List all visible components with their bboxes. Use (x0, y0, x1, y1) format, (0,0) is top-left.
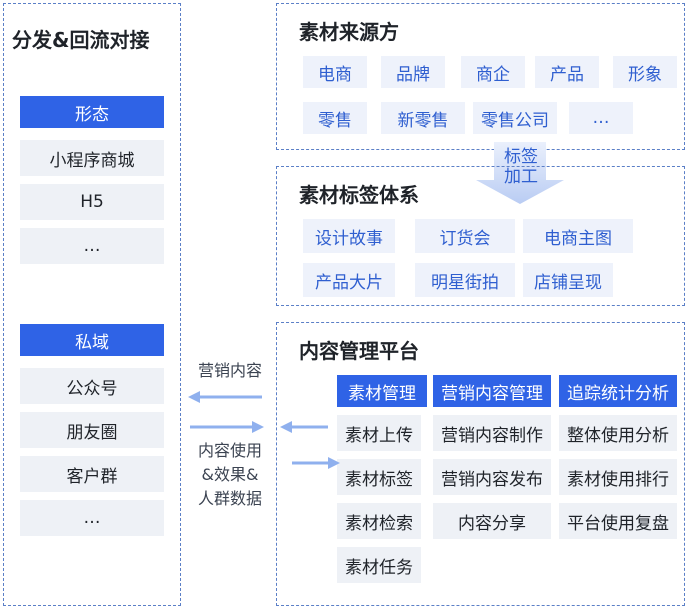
form-item-h5: H5 (20, 184, 164, 220)
tag-item-product-film: 产品大片 (303, 263, 395, 297)
tag-item-ecommerce-main-image: 电商主图 (523, 219, 633, 253)
private-item-more: … (20, 500, 164, 536)
tag-item-design-story: 设计故事 (303, 219, 395, 253)
source-item-enterprise: 商企 (461, 56, 525, 88)
marketing-item-publish: 营销内容发布 (433, 459, 551, 495)
distribution-panel: 分发&回流对接 形态 小程序商城 H5 … 私域 公众号 朋友圈 客户群 … (3, 3, 181, 606)
platform-panel: 内容管理平台 素材管理 营销内容管理 追踪统计分析 素材上传 素材标签 素材检索… (276, 322, 685, 606)
inbound-arrow-icon (190, 421, 264, 433)
source-panel: 素材来源方 电商 品牌 商企 产品 形象 零售 新零售 零售公司 … (276, 3, 685, 150)
marketing-item-create: 营销内容制作 (433, 415, 551, 451)
outbound-arrow-icon (188, 391, 262, 403)
tag-item-celebrity-street: 明星街拍 (415, 263, 515, 297)
source-item-image: 形象 (613, 56, 677, 88)
tag-panel: 素材标签体系 设计故事 订货会 电商主图 产品大片 明星街拍 店铺呈现 (276, 166, 685, 306)
tag-process-label-1: 标签 (504, 147, 538, 167)
source-panel-title: 素材来源方 (299, 20, 399, 44)
group-header-private-domain: 私域 (20, 324, 164, 356)
distribution-panel-title: 分发&回流对接 (12, 28, 150, 52)
tracking-item-ranking: 素材使用排行 (559, 459, 677, 495)
tag-panel-title: 素材标签体系 (299, 183, 419, 207)
material-item-search: 素材检索 (337, 503, 421, 539)
material-item-upload: 素材上传 (337, 415, 421, 451)
source-item-more: … (569, 102, 633, 134)
column-header-tracking-analysis: 追踪统计分析 (559, 375, 677, 407)
platform-outbound-arrow-icon (280, 421, 328, 433)
source-item-retail: 零售 (303, 102, 367, 134)
source-item-ecommerce: 电商 (303, 56, 367, 88)
tag-process-arrow-icon (476, 142, 564, 204)
marketing-item-share: 内容分享 (433, 503, 551, 539)
private-item-moments: 朋友圈 (20, 412, 164, 448)
source-item-new-retail: 新零售 (381, 102, 465, 134)
private-item-official-account: 公众号 (20, 368, 164, 404)
platform-panel-title: 内容管理平台 (299, 339, 419, 363)
inbound-flow-label-1: 内容使用 (197, 441, 262, 460)
private-item-customer-group: 客户群 (20, 456, 164, 492)
column-header-marketing-mgmt: 营销内容管理 (433, 375, 551, 407)
tracking-item-overall: 整体使用分析 (559, 415, 677, 451)
tracking-item-review: 平台使用复盘 (559, 503, 677, 539)
group-header-form: 形态 (20, 96, 164, 128)
outbound-flow-label: 营销内容 (197, 361, 262, 380)
tag-item-order-meeting: 订货会 (415, 219, 515, 253)
tag-process-label-2: 加工 (504, 167, 538, 187)
source-item-retail-company: 零售公司 (473, 102, 557, 134)
material-item-task: 素材任务 (337, 547, 421, 583)
inbound-flow-label-2: &效果& (201, 465, 259, 484)
source-item-brand: 品牌 (381, 56, 445, 88)
inbound-flow-label-3: 人群数据 (197, 489, 262, 508)
tag-item-store-display: 店铺呈现 (523, 263, 613, 297)
column-header-material-mgmt: 素材管理 (337, 375, 427, 407)
form-item-mini-program: 小程序商城 (20, 140, 164, 176)
material-item-tag: 素材标签 (337, 459, 421, 495)
form-item-more: … (20, 228, 164, 264)
source-item-product: 产品 (535, 56, 599, 88)
platform-inbound-arrow-icon (292, 457, 340, 469)
